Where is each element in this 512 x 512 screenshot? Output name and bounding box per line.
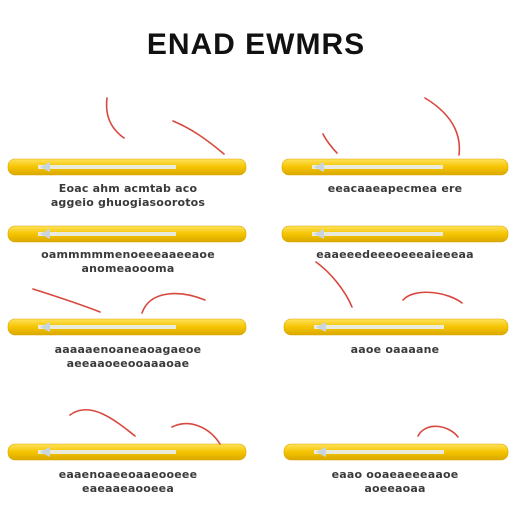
red-thread-10 <box>171 422 221 445</box>
strip-tip <box>40 447 50 457</box>
strip-tip <box>40 229 50 239</box>
caption-line: Eoac ahm acmtab aco <box>58 182 198 195</box>
red-thread-3 <box>322 133 338 154</box>
red-thread-9 <box>69 409 136 437</box>
caption-line: aggeio ghuogiasoorotos <box>50 196 206 209</box>
caption-line: eaaeeedeeeoeeeaieeeaa <box>316 248 474 261</box>
gum-strip-3 <box>7 225 247 243</box>
strip-inner-bar <box>312 165 443 169</box>
gum-strip-1 <box>7 158 247 176</box>
gum-strip-5 <box>7 318 247 336</box>
strip-tip <box>314 162 324 172</box>
caption-line: oammmmmenoeeeaaeeaoe <box>41 248 215 261</box>
strip-inner-bar <box>38 165 176 169</box>
caption-line: anomeaoooma <box>81 262 175 275</box>
strip-inner-bar <box>314 325 444 329</box>
gum-strip-7 <box>7 443 247 461</box>
red-thread-1 <box>105 97 125 139</box>
strip-tip <box>316 447 326 457</box>
page-title: ENAD EWMRS <box>146 28 366 61</box>
strip-inner-bar <box>312 232 443 236</box>
red-thread-8 <box>141 292 206 314</box>
red-thread-5 <box>315 261 353 308</box>
strip-inner-bar <box>38 232 176 236</box>
caption-line: eaaenoaeeoaaeooeee <box>58 468 198 481</box>
strip-tip <box>40 322 50 332</box>
red-thread-11 <box>417 425 459 438</box>
strip-tip <box>40 162 50 172</box>
red-thread-4 <box>424 97 461 156</box>
gum-strip-8 <box>283 443 509 461</box>
strip-inner-bar <box>38 450 176 454</box>
strip-tip <box>314 229 324 239</box>
caption-line: aeeaaoeeooaaaoae <box>66 357 190 370</box>
red-thread-2 <box>172 120 225 155</box>
strip-tip <box>316 322 326 332</box>
caption-line: aaaaaenoaneaoagaeoe <box>54 343 202 356</box>
caption-line: aoeeaoaa <box>364 482 426 495</box>
strip-inner-bar <box>38 325 176 329</box>
red-thread-6 <box>402 291 463 304</box>
gum-strip-6 <box>283 318 509 336</box>
caption-line: aaoe oaaaane <box>350 343 440 356</box>
strip-inner-bar <box>314 450 444 454</box>
caption-line: eeacaaeapecmea ere <box>327 182 463 195</box>
red-thread-7 <box>32 288 101 313</box>
gum-strip-4 <box>281 225 509 243</box>
caption-line: eaao ooaeaeeeaaoe <box>331 468 459 481</box>
caption-line: eaeaaeaooeea <box>82 482 174 495</box>
gum-strip-2 <box>281 158 509 176</box>
